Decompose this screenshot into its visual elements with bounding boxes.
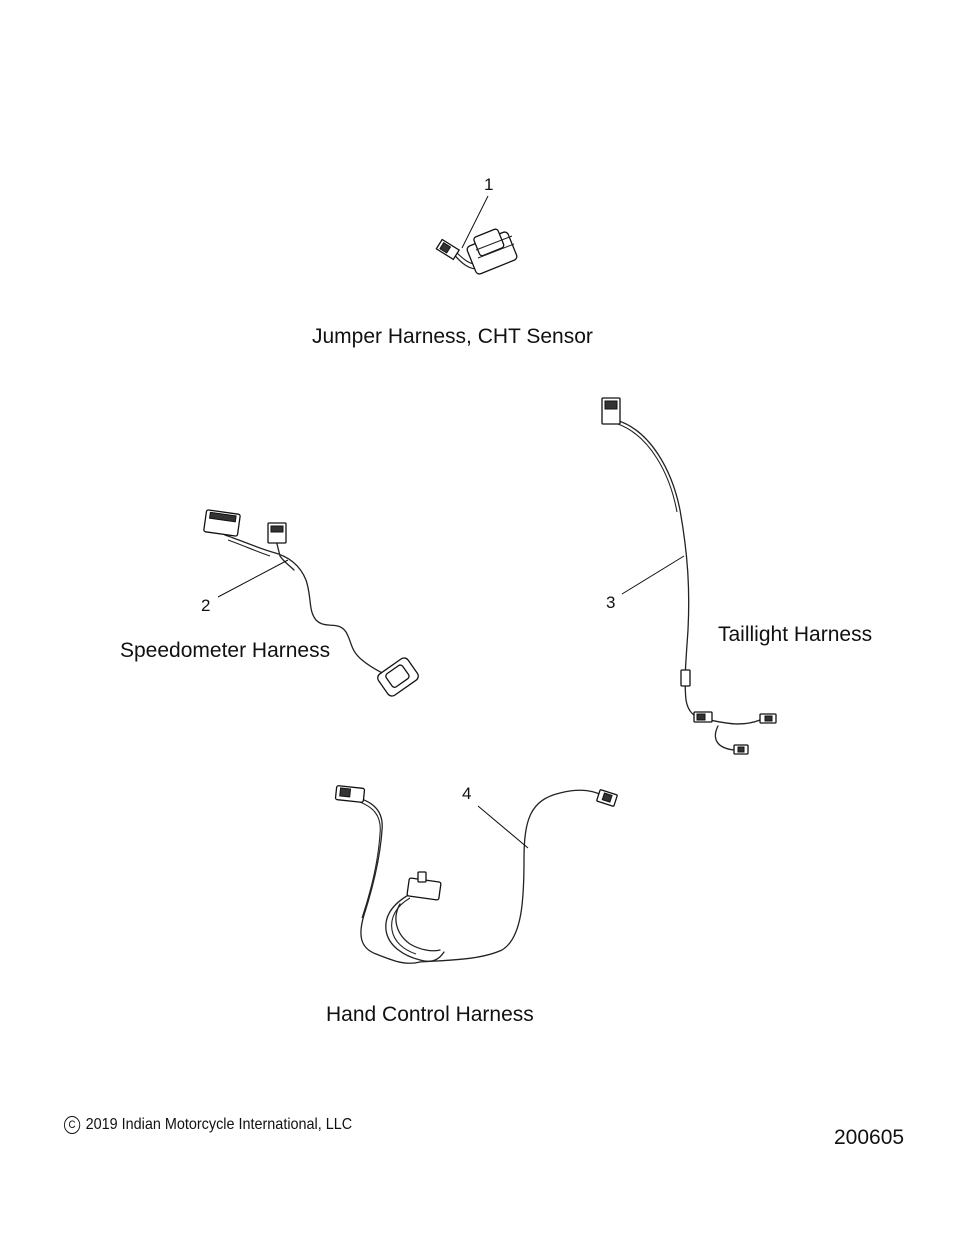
callout-2-leader	[217, 559, 289, 598]
jumper-harness-title: Jumper Harness, CHT Sensor	[312, 325, 593, 348]
speedometer-harness-drawing	[203, 509, 419, 697]
callout-2: 2	[201, 596, 211, 615]
document-number: 200605	[834, 1126, 905, 1149]
callout-1-leader	[461, 195, 489, 249]
callout-4-leader	[477, 805, 529, 849]
callout-3: 3	[606, 593, 616, 612]
jumper-harness-drawing	[435, 228, 518, 275]
copyright-text: 2019 Indian Motorcycle International, LL…	[85, 1116, 353, 1133]
callout-1: 1	[484, 175, 494, 194]
hand-control-harness-drawing	[334, 785, 618, 964]
taillight-harness-title: Taillight Harness	[718, 623, 873, 646]
copyright-icon: C	[64, 1116, 81, 1134]
hand-control-harness-title: Hand Control Harness	[326, 1003, 534, 1026]
callout-4: 4	[462, 784, 472, 803]
callout-3-leader	[621, 555, 685, 595]
taillight-harness-drawing	[601, 397, 777, 755]
speedometer-harness-title: Speedometer Harness	[120, 639, 331, 662]
